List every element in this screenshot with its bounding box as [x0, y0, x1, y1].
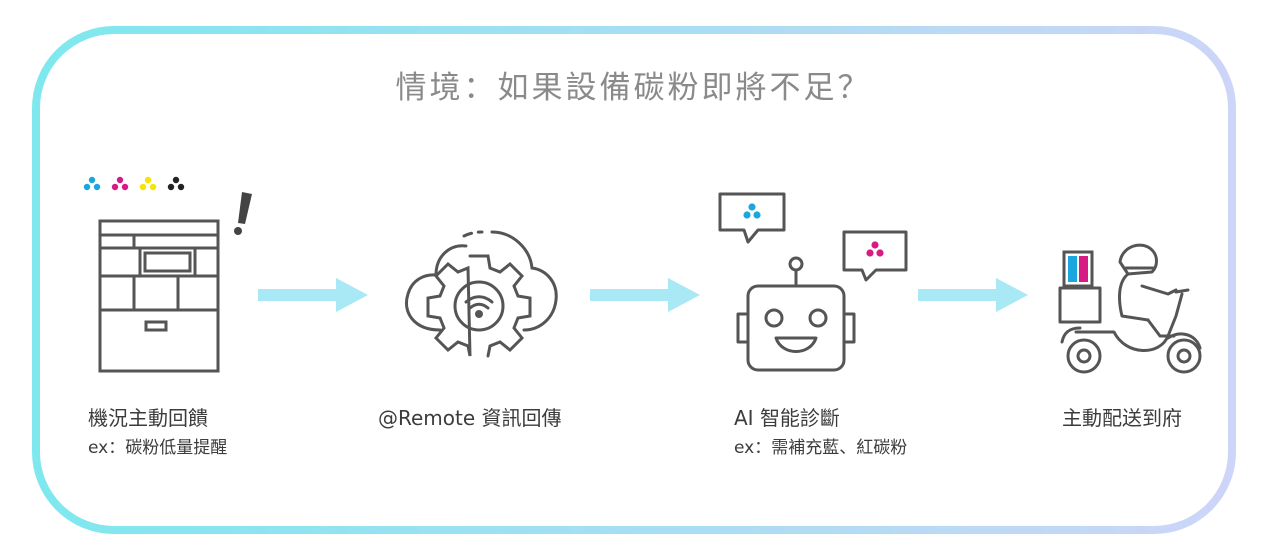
- step-1-label: 機況主動回饋: [88, 406, 208, 430]
- robot-icon: [718, 192, 908, 372]
- step-1-sub: ex：碳粉低量提醒: [88, 438, 228, 458]
- printer-icon: [83, 176, 252, 373]
- delivery-scooter-icon: [1058, 243, 1202, 374]
- speech-bubble-icon: [718, 192, 786, 244]
- step-3-sub: ex：需補充藍、紅碳粉: [734, 438, 908, 458]
- step-2-label: @Remote 資訊回傳: [378, 406, 562, 430]
- cloud-gear-wifi-icon: [405, 230, 558, 358]
- page-title: 情境：如果設備碳粉即將不足？: [395, 70, 872, 106]
- arrow-right-icon: [590, 278, 700, 312]
- arrow-right-icon: [258, 278, 368, 312]
- alert-icon: [234, 192, 252, 235]
- step-4-label: 主動配送到府: [1062, 406, 1182, 430]
- toner-dots-icon: [83, 176, 185, 191]
- arrow-right-icon: [918, 278, 1028, 312]
- step-3-label: AI 智能診斷: [734, 406, 840, 430]
- speech-bubble-icon: [842, 230, 908, 282]
